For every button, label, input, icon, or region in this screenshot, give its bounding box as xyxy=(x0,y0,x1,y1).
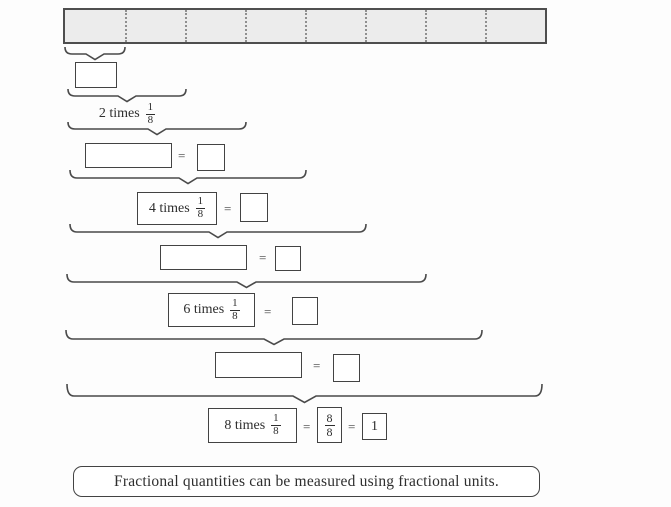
equals-sign-4: = xyxy=(224,201,232,216)
equals-sign-3: = xyxy=(178,148,186,163)
underbrace-3-eighths xyxy=(67,121,247,136)
bar-divider xyxy=(125,10,127,42)
result-one-value: 1 xyxy=(371,418,378,434)
answer-box-7-eighths[interactable] xyxy=(333,354,360,382)
expression-prefix: 4 times xyxy=(148,200,190,216)
underbrace-8-eighths xyxy=(66,383,543,404)
result-fraction-eight-eighths: 8 8 xyxy=(317,407,342,443)
expression-6-times-one-eighth: 6 times 1 8 xyxy=(168,293,255,327)
result-whole-one: 1 xyxy=(362,413,387,440)
expression-4-times-one-eighth: 4 times 1 8 xyxy=(137,192,217,225)
fraction-one-eighth: 1 8 xyxy=(230,296,240,322)
fraction-one-eighth: 1 8 xyxy=(195,195,206,220)
expression-prefix: 2 times xyxy=(98,106,140,121)
conclusion-box: Fractional quantities can be measured us… xyxy=(73,466,540,497)
bar-divider xyxy=(185,10,187,42)
underbrace-6-eighths xyxy=(66,273,427,289)
fraction-one-eighth: 1 8 xyxy=(145,100,156,126)
answer-box-4-eighths[interactable] xyxy=(240,193,268,222)
fraction-eight-eighths: 8 8 xyxy=(324,410,335,439)
expression-2-times-one-eighth: 2 times 1 8 xyxy=(67,100,187,126)
answer-box-5-eighths[interactable] xyxy=(275,246,301,271)
bar-divider xyxy=(365,10,367,42)
equals-sign-8a: = xyxy=(303,419,311,434)
underbrace-7-eighths xyxy=(65,329,483,346)
bar-divider xyxy=(245,10,247,42)
underbrace-5-eighths xyxy=(69,223,367,239)
answer-box-3-eighths[interactable] xyxy=(197,144,225,171)
underbrace-4-eighths xyxy=(69,169,307,185)
fraction-one-eighth: 1 8 xyxy=(271,412,281,437)
equals-sign-8b: = xyxy=(348,419,356,434)
bar-divider xyxy=(425,10,427,42)
equals-sign-5: = xyxy=(259,250,267,265)
equals-sign-7: = xyxy=(313,358,321,373)
blank-expression-box-5-eighths[interactable] xyxy=(160,245,247,270)
blank-expression-box-7-eighths[interactable] xyxy=(215,352,302,378)
answer-box-1-eighth[interactable] xyxy=(75,62,117,88)
expression-prefix: 8 times xyxy=(224,417,266,433)
expression-prefix: 6 times xyxy=(183,302,225,317)
blank-expression-box-3-eighths[interactable] xyxy=(85,143,172,168)
answer-box-6-eighths[interactable] xyxy=(292,297,318,325)
conclusion-text: Fractional quantities can be measured us… xyxy=(114,472,499,490)
underbrace-1-eighth xyxy=(64,46,126,61)
expression-8-times-one-eighth: 8 times 1 8 xyxy=(208,408,297,443)
underbrace-2-eighths xyxy=(67,88,187,103)
unit-bar xyxy=(63,8,547,44)
bar-divider xyxy=(305,10,307,42)
equals-sign-6: = xyxy=(264,304,272,319)
bar-divider xyxy=(485,10,487,42)
